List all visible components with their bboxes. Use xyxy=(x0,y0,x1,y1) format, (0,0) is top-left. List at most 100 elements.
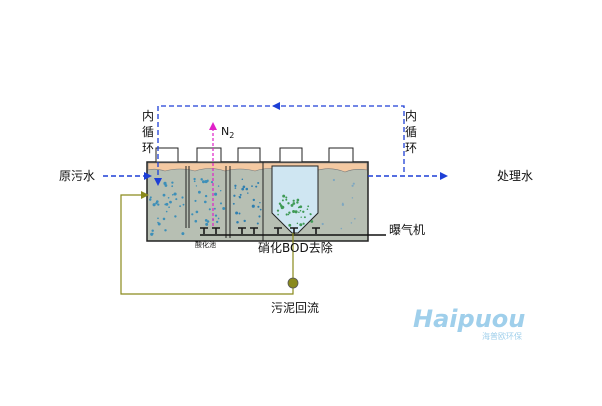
sludge-particle xyxy=(179,205,182,208)
sludge-particle xyxy=(151,232,154,235)
sludge-particle xyxy=(255,185,258,188)
sludge-particle xyxy=(167,196,170,199)
sludge-particle xyxy=(164,229,167,232)
sludge-particle xyxy=(238,212,241,215)
sludge-return-label: 污泥回流 xyxy=(271,301,319,315)
sludge-particle xyxy=(171,185,174,188)
sludge-particle xyxy=(242,185,246,189)
sludge-particle xyxy=(181,232,185,236)
sludge-particle xyxy=(299,223,303,227)
sludge-particle xyxy=(155,200,159,203)
sludge-particle xyxy=(162,217,166,221)
sludge-particle xyxy=(210,181,214,184)
sludge-particle xyxy=(287,213,290,216)
cover-4 xyxy=(279,147,303,163)
sludge-particle xyxy=(204,219,208,222)
sludge-particle xyxy=(239,193,242,196)
sludge-particle xyxy=(194,199,197,202)
sludge-particle xyxy=(292,210,296,213)
sludge-particle xyxy=(208,208,211,211)
sludge-particle xyxy=(285,213,288,216)
sludge-particle xyxy=(294,210,298,214)
sludge-particle xyxy=(165,202,169,206)
sludge-particle xyxy=(296,201,299,204)
brand-logo-cn: 海普欧环保 xyxy=(482,331,522,341)
sludge-particle xyxy=(168,206,170,209)
sludge-particles xyxy=(148,177,356,236)
n2-label: N2 xyxy=(221,125,234,140)
sludge-particle xyxy=(203,200,207,204)
sludge-particle xyxy=(256,222,259,225)
sludge-particle xyxy=(213,207,216,210)
sludge-particle xyxy=(182,203,185,206)
inner-loop-line xyxy=(157,105,405,180)
sludge-particle xyxy=(222,207,226,210)
sludge-particle xyxy=(282,194,286,198)
sludge-particle xyxy=(332,178,336,182)
sludge-particle xyxy=(290,203,294,207)
sludge-particle xyxy=(257,205,260,208)
sludge-particle xyxy=(287,202,290,205)
sludge-particle xyxy=(353,217,356,220)
sludge-particle xyxy=(281,205,283,207)
sludge-particle xyxy=(152,203,156,207)
sludge-particle xyxy=(232,202,235,205)
sludge-particle xyxy=(241,178,244,181)
raw-sewage-label: 原污水 xyxy=(59,169,95,183)
sludge-particle xyxy=(219,189,222,192)
sludge-particle xyxy=(306,208,309,210)
sludge-particle xyxy=(288,211,291,214)
sludge-particle xyxy=(175,198,178,201)
sludge-particle xyxy=(149,196,152,199)
sludge-particle xyxy=(195,210,199,214)
sludge-particle xyxy=(276,209,280,212)
sludge-particle xyxy=(247,192,249,194)
sludge-particle xyxy=(238,195,241,198)
sludge-particle xyxy=(241,187,245,191)
sludge-particle xyxy=(351,197,354,199)
inner-loop-label-right-2: 循 xyxy=(405,125,417,139)
sludge-particle xyxy=(302,222,305,225)
inner-loop-label-left-1: 内 xyxy=(142,109,154,123)
anoxic-tank-label: 酸化池 xyxy=(195,240,216,249)
sludge-particle xyxy=(299,209,302,212)
sludge-particle xyxy=(200,178,203,181)
sludge-particle xyxy=(202,180,205,184)
sludge-particle xyxy=(234,184,237,187)
aeration-fan-label: 曝气机 xyxy=(389,222,425,237)
sludge-particle xyxy=(307,205,310,208)
sludge-particle xyxy=(164,184,168,187)
sludge-particle xyxy=(214,214,218,217)
cover-5 xyxy=(328,147,354,163)
sludge-particle xyxy=(309,213,312,215)
sludge-particle xyxy=(299,205,303,209)
sludge-particle xyxy=(219,202,223,205)
sludge-particle xyxy=(171,193,174,196)
diffusers xyxy=(200,227,320,234)
sludge-particle xyxy=(302,210,305,213)
sludge-particle xyxy=(340,227,343,230)
sludge-particle xyxy=(292,202,296,205)
brand-logo: Haipuou 海普欧环保 xyxy=(413,305,525,341)
sludge-particle xyxy=(148,198,152,201)
tank-body xyxy=(146,161,369,242)
sludge-return-line xyxy=(120,191,294,295)
sludge-particle xyxy=(165,210,168,213)
settler-zone xyxy=(271,165,319,234)
sludge-particle xyxy=(162,193,166,197)
sludge-particle xyxy=(204,180,208,184)
cover-3 xyxy=(237,147,261,163)
sludge-particle xyxy=(285,196,288,199)
inner-loop-label-right-3: 环 xyxy=(405,141,417,155)
sludge-particle xyxy=(300,216,302,218)
sludge-particle xyxy=(259,208,262,211)
sludge-particle xyxy=(303,216,306,219)
sludge-particle xyxy=(173,192,177,196)
sludge-particle xyxy=(217,185,220,187)
sludge-particle xyxy=(352,182,355,185)
brand-logo-text: Haipuou xyxy=(413,305,525,333)
sludge-particle xyxy=(169,200,172,204)
sludge-particle xyxy=(292,199,295,202)
